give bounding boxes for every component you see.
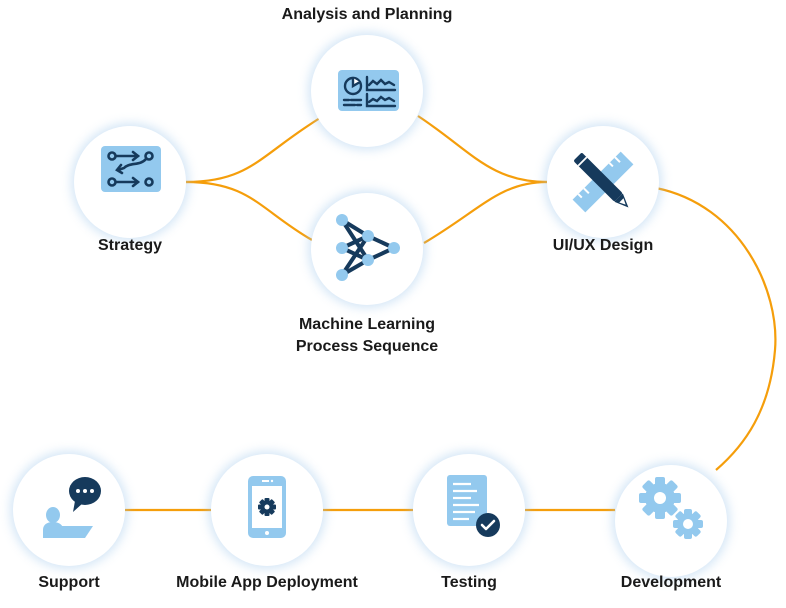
gears-icon [639,477,703,539]
step-support [13,454,125,566]
flow-arrows-icon [101,146,161,192]
label-support: Support [38,574,100,591]
connector-strategy-analysis [185,117,321,184]
label-development: Development [620,574,722,591]
step-development [615,465,727,577]
label-ml: Machine Learning Process Sequence [296,314,438,358]
label-testing: Testing [441,574,497,591]
step-deployment [211,454,323,566]
document-check-icon [447,475,500,537]
mobile-gear-icon [248,476,286,538]
connector-strategy-ml [185,180,313,241]
step-uiux [547,126,659,238]
label-ml-line1: Machine Learning [298,316,436,333]
label-uiux: UI/UX Design [552,237,654,254]
step-ml [311,193,423,305]
label-ml-line2: Process Sequence [295,338,439,355]
user-chat-icon [43,477,101,538]
step-testing [413,454,525,566]
label-strategy: Strategy [97,237,163,254]
connector-ml-uiux [423,180,548,244]
step-analysis [311,35,423,147]
step-strategy [74,126,186,238]
neural-network-icon [336,214,400,281]
connector-uiux-development [655,186,777,471]
label-analysis: Analysis and Planning [281,6,453,23]
pencil-ruler-icon [572,151,634,213]
dashboard-chart-icon [338,70,399,111]
connector-analysis-uiux [417,115,548,184]
label-deployment: Mobile App Deployment [176,574,358,591]
